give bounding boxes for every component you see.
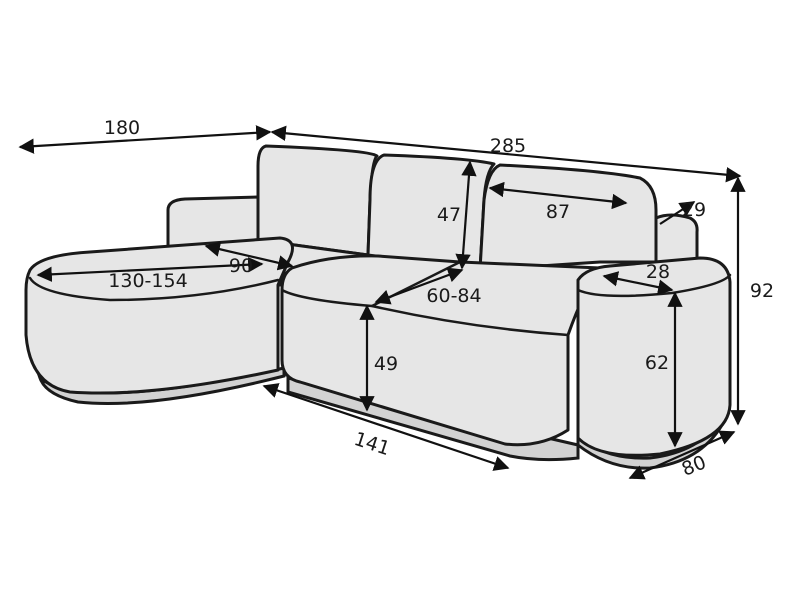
dim-line-cushion-width — [488, 181, 628, 210]
label-chaise-depth: 130-154 — [108, 270, 187, 292]
label-chaise-length: 180 — [104, 117, 140, 139]
dim-line-total-depth — [628, 430, 736, 480]
label-base-length: 141 — [351, 428, 392, 460]
label-total-width: 285 — [490, 135, 526, 157]
dim-line-base-length — [262, 383, 510, 471]
dim-line-armrest-depth — [602, 271, 674, 295]
dimension-lines — [18, 125, 746, 480]
dim-line-backrest-height — [455, 160, 477, 270]
label-armrest-width-top: 29 — [682, 199, 706, 221]
dim-line-seat-depth — [374, 267, 464, 305]
chaise-top-edge — [28, 276, 280, 302]
dim-line-chaise-depth — [36, 256, 264, 283]
dimension-labels: 180 285 47 87 29 130-154 90 28 60-84 92 … — [104, 117, 774, 481]
label-armrest-depth: 28 — [646, 261, 670, 283]
label-cushion-width: 87 — [546, 201, 570, 223]
dim-line-chaise-length — [18, 125, 272, 154]
label-total-height: 92 — [750, 280, 774, 302]
label-armrest-height: 62 — [645, 352, 669, 374]
back-right-armrest — [654, 213, 699, 270]
label-chaise-width: 90 — [229, 255, 253, 277]
seat-front-edge — [280, 288, 570, 337]
backrest-cushion-middle — [366, 153, 496, 272]
dim-line-total-width — [270, 125, 742, 183]
label-seat-height: 49 — [374, 353, 398, 375]
label-backrest-height: 47 — [437, 204, 461, 226]
sofa-drawing — [24, 144, 732, 470]
label-seat-depth: 60-84 — [426, 285, 481, 307]
dim-line-chaise-width — [204, 241, 294, 271]
dim-line-armrest-width-top — [659, 201, 696, 225]
right-armrest — [576, 256, 732, 457]
